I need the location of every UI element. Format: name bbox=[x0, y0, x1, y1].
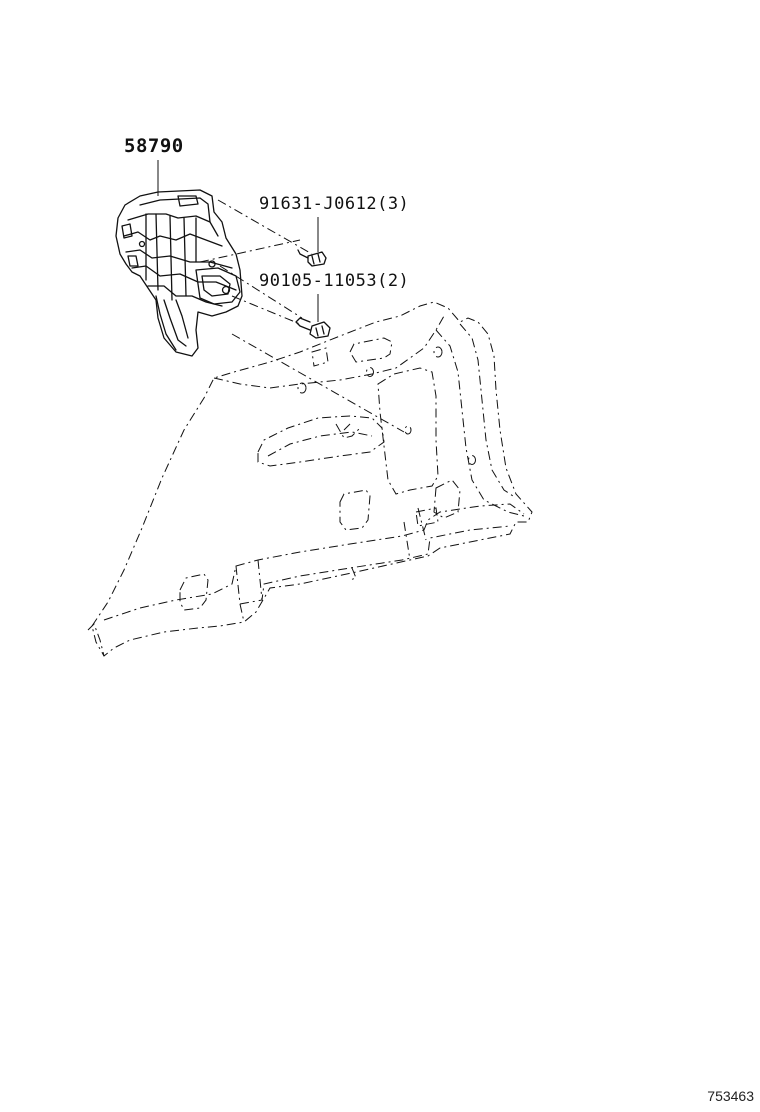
leader-lines bbox=[157, 160, 319, 322]
quarter-trim-panel-outline bbox=[87, 301, 533, 657]
part-label-90105-11053: 90105-11053(2) bbox=[259, 271, 409, 291]
screw-91631-j0612 bbox=[297, 249, 327, 267]
installation-guide-lines bbox=[199, 199, 405, 433]
part-label-58790: 58790 bbox=[124, 135, 184, 157]
bolt-90105-11053 bbox=[295, 317, 331, 339]
bracket-58790-drawing bbox=[115, 189, 243, 357]
reference-number: 753463 bbox=[707, 1088, 754, 1104]
part-label-91631-j0612: 91631-J0612(3) bbox=[259, 194, 409, 214]
